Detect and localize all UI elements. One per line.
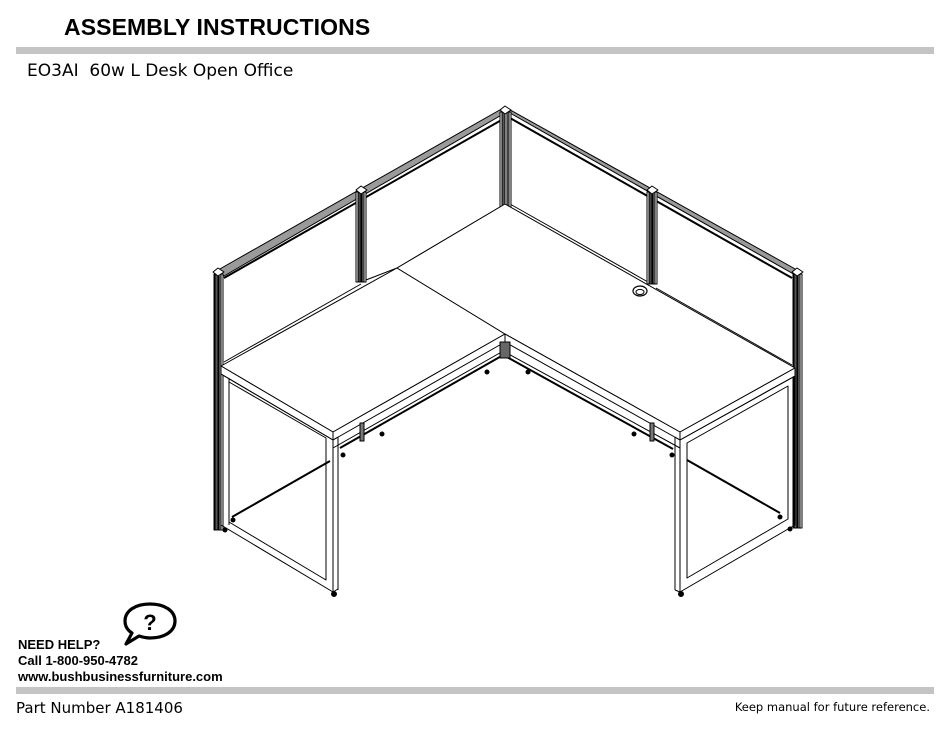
help-website-link[interactable]: www.bushbusinessfurniture.com bbox=[18, 669, 223, 684]
help-heading: NEED HELP? bbox=[18, 637, 101, 652]
product-name: EO3AI 60w L Desk Open Office bbox=[27, 61, 294, 81]
question-mark-glyph: ? bbox=[143, 610, 156, 635]
footer-note: Keep manual for future reference. bbox=[734, 700, 930, 714]
part-number: Part Number A181406 bbox=[16, 699, 183, 717]
desk-tops bbox=[220, 203, 796, 441]
header-divider bbox=[16, 47, 934, 54]
question-bubble-icon: ? bbox=[123, 602, 177, 646]
aprons bbox=[332, 341, 681, 458]
help-phone: Call 1-800-950-4782 bbox=[18, 653, 138, 668]
left-leg-frame bbox=[220, 373, 339, 597]
right-leg-frame bbox=[674, 375, 796, 597]
footer-divider bbox=[16, 687, 934, 694]
document-title: ASSEMBLY INSTRUCTIONS bbox=[64, 14, 371, 40]
